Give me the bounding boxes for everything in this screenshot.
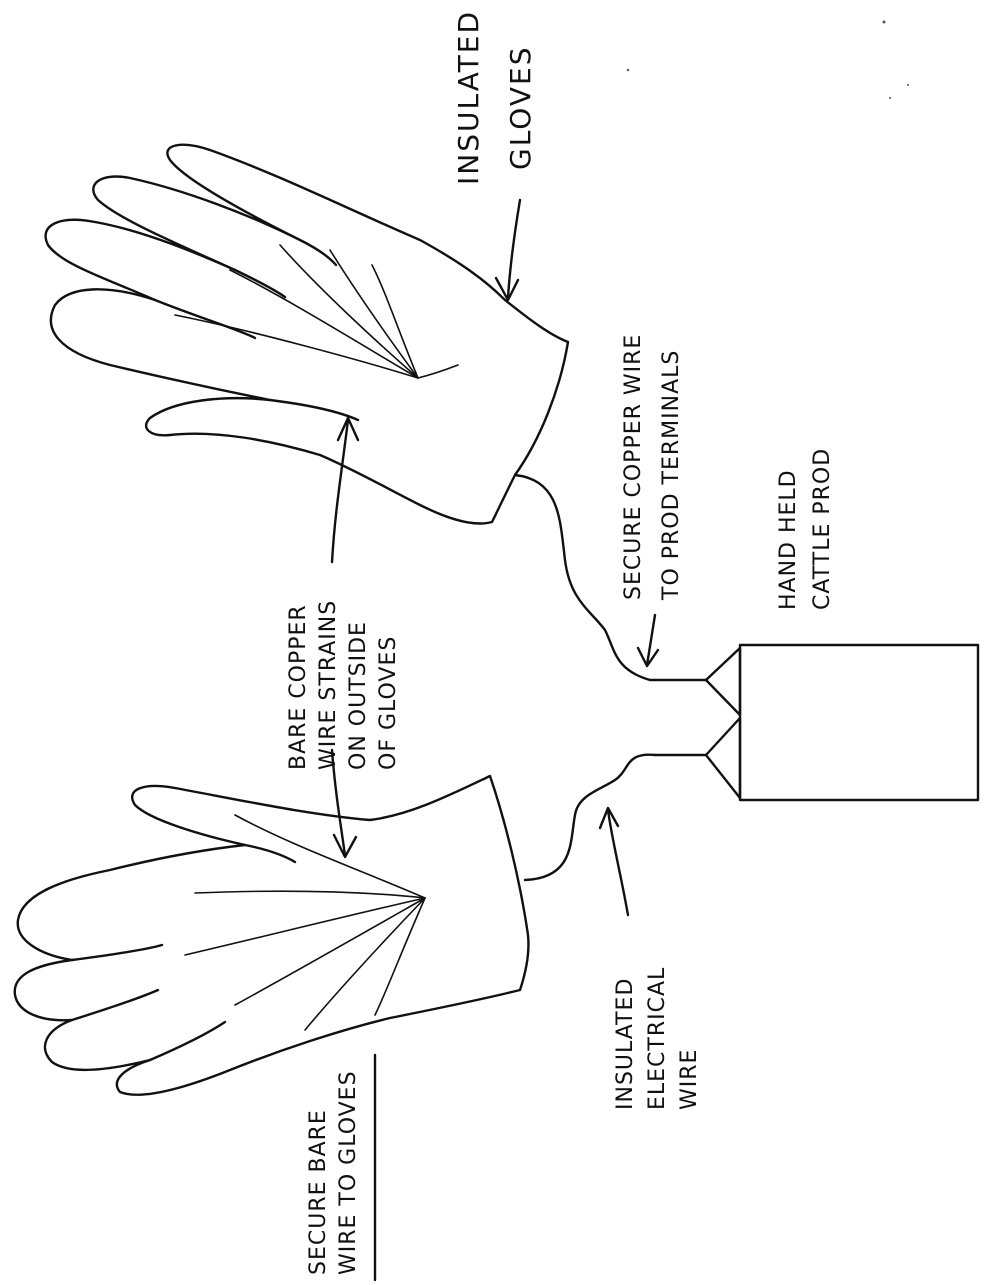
prod-body [740, 645, 978, 800]
label-secure-copper-wire: SECURE COPPER WIRE TO PROD TERMINALS [621, 334, 684, 601]
speck [627, 69, 629, 71]
lower-glove-finger-gap-3 [72, 945, 162, 960]
label-insulated-gloves: INSULATED GLOVES [452, 10, 537, 185]
svg-text:INSULATED: INSULATED [613, 978, 638, 1110]
svg-text:ELECTRICAL: ELECTRICAL [645, 967, 670, 1110]
upper-glove-finger-gap-3 [235, 270, 285, 297]
svg-text:WIRE TO GLOVES: WIRE TO GLOVES [336, 1070, 361, 1275]
arrow-bare-copper-upper [332, 418, 358, 562]
label-secure-bare-wire: SECURE BARE WIRE TO GLOVES [306, 1070, 361, 1275]
label-hand-held-prod: HAND HELD CATTLE PROD [776, 448, 835, 610]
lower-glove-finger-gap-2 [72, 990, 158, 1020]
svg-text:CATTLE PROD: CATTLE PROD [810, 448, 835, 610]
speck [889, 97, 891, 99]
lower-insulated-wire [525, 755, 655, 880]
svg-text:BARE COPPER: BARE COPPER [286, 604, 311, 770]
lower-glove-finger-gap-1 [150, 1022, 225, 1060]
label-insulated-wire: INSULATED ELECTRICAL WIRE [613, 967, 702, 1110]
arrow-insulated-gloves [496, 200, 520, 300]
svg-text:TO PROD TERMINALS: TO PROD TERMINALS [659, 350, 684, 601]
cattle-prod [650, 645, 978, 800]
upper-glove-finger-gap-2 [155, 300, 255, 338]
prod-terminal-upper [706, 648, 740, 715]
arrow-secure-copper-wire [638, 615, 658, 666]
lower-glove-outline [15, 776, 529, 1095]
lower-glove [15, 776, 529, 1095]
upper-glove-wire-strands [175, 245, 458, 378]
svg-text:SECURE BARE: SECURE BARE [306, 1109, 331, 1275]
lower-glove-finger-gap-4 [245, 845, 295, 862]
upper-glove-finger-gap-4 [300, 240, 336, 265]
prod-terminal-lower [706, 718, 740, 798]
svg-text:SECURE COPPER WIRE: SECURE COPPER WIRE [621, 334, 646, 600]
upper-glove-outline [46, 145, 568, 524]
label-bare-copper-strains: BARE COPPER WIRE STRAINS ON OUTSIDE OF G… [286, 600, 401, 770]
upper-glove-finger-gap-1 [270, 400, 358, 420]
svg-text:WIRE: WIRE [677, 1049, 702, 1110]
upper-glove [46, 145, 568, 524]
svg-text:GLOVES: GLOVES [504, 46, 537, 170]
svg-text:WIRE STRAINS: WIRE STRAINS [316, 600, 341, 770]
speck [883, 21, 886, 24]
svg-text:ON OUTSIDE: ON OUTSIDE [346, 621, 371, 770]
svg-text:INSULATED: INSULATED [452, 10, 485, 185]
svg-text:HAND HELD: HAND HELD [776, 469, 801, 610]
svg-text:OF GLOVES: OF GLOVES [376, 636, 401, 770]
speck [907, 84, 909, 86]
arrow-insulated-wire [600, 808, 628, 915]
